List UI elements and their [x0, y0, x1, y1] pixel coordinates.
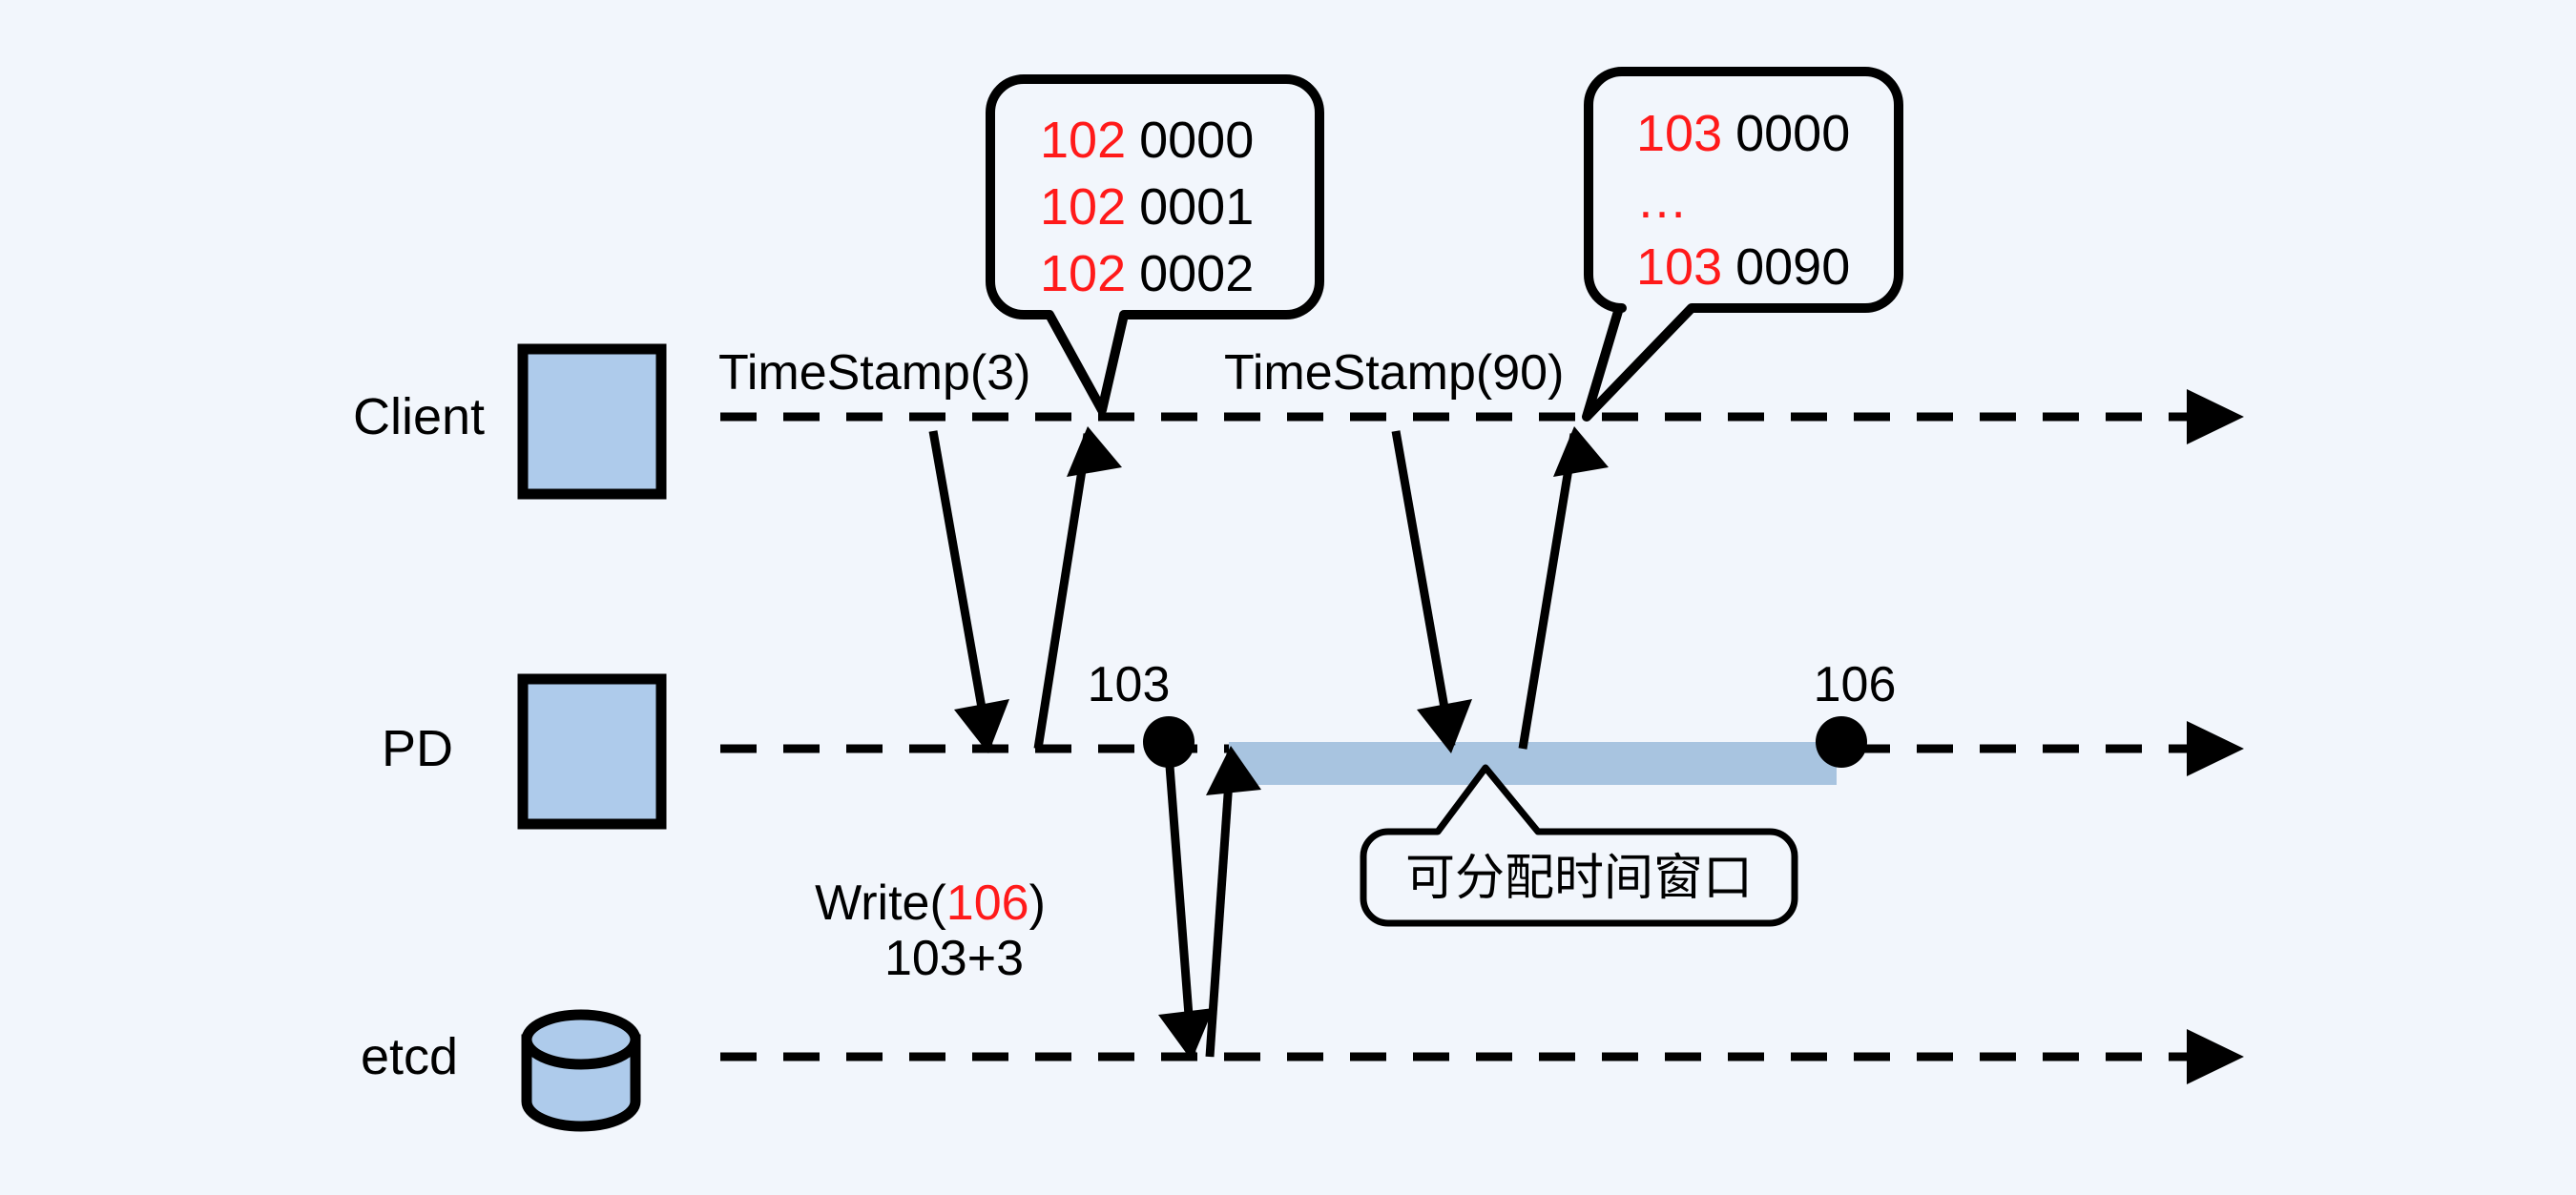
write-label-value: 106 — [946, 876, 1029, 931]
timeline-etcd-arrowhead — [2187, 1029, 2244, 1084]
client-node-icon — [517, 343, 667, 500]
arrow-pd-to-client-reply-102 — [1033, 426, 1122, 750]
bubble-103-row-0-seq: 0000 — [1735, 105, 1850, 162]
arrow-client-to-pd-ts3 — [928, 430, 1009, 753]
bubble-103-row-1-ts: … — [1636, 172, 1688, 229]
message-label-timestamp-3: TimeStamp(3) — [718, 345, 1030, 401]
marker-dot-106 — [1816, 716, 1867, 768]
timeline-client — [720, 389, 2244, 444]
etcd-database-icon — [521, 1009, 641, 1132]
timeline-pd-arrowhead — [2187, 721, 2244, 776]
callout-allocatable-window-label: 可分配时间窗口 — [1405, 851, 1753, 906]
lane-label-pd: PD — [382, 720, 453, 777]
callout-allocatable-window: 可分配时间窗口 — [1360, 764, 1798, 927]
timeline-pd — [720, 721, 2244, 776]
marker-dot-103 — [1143, 716, 1195, 768]
bubble-103-row-2-ts: 103 — [1636, 238, 1722, 296]
arrow-etcd-to-pd-ack — [1205, 746, 1261, 1058]
svg-text:Write(106): Write(106) — [815, 876, 1046, 931]
write-label: Write(106) 103+3 — [815, 876, 1046, 986]
tick-label-103: 103 — [1088, 657, 1171, 712]
lane-label-etcd: etcd — [361, 1028, 458, 1085]
pd-node-icon — [517, 673, 667, 830]
allocatable-window-band — [1229, 742, 1837, 785]
bubble-102-row-0-ts: 102 — [1040, 112, 1126, 169]
write-label-line2: 103+3 — [884, 931, 1024, 986]
arrow-client-to-pd-ts90 — [1391, 430, 1472, 753]
timeline-client-arrowhead — [2187, 389, 2244, 444]
arrow-pd-to-etcd-write — [1158, 752, 1214, 1061]
timeline-etcd — [720, 1029, 2244, 1084]
bubble-102-row-2-seq: 0002 — [1139, 245, 1254, 302]
arrow-pd-to-client-reply-103 — [1518, 426, 1609, 750]
write-label-suffix: ) — [1029, 876, 1046, 931]
bubble-102-row-1-ts: 102 — [1040, 178, 1126, 236]
bubble-102-row-0-seq: 0000 — [1139, 112, 1254, 169]
tick-label-106: 106 — [1814, 657, 1897, 712]
bubble-103-row-2-seq: 0090 — [1735, 238, 1850, 296]
bubble-102-row-1-seq: 0001 — [1139, 178, 1254, 236]
lane-label-client: Client — [353, 388, 485, 445]
message-label-timestamp-90: TimeStamp(90) — [1224, 345, 1564, 401]
bubble-103-row-0-ts: 103 — [1636, 105, 1722, 162]
bubble-102-row-2-ts: 102 — [1040, 245, 1126, 302]
write-label-prefix: Write( — [815, 876, 946, 931]
svg-text:…: … — [1636, 172, 1688, 229]
